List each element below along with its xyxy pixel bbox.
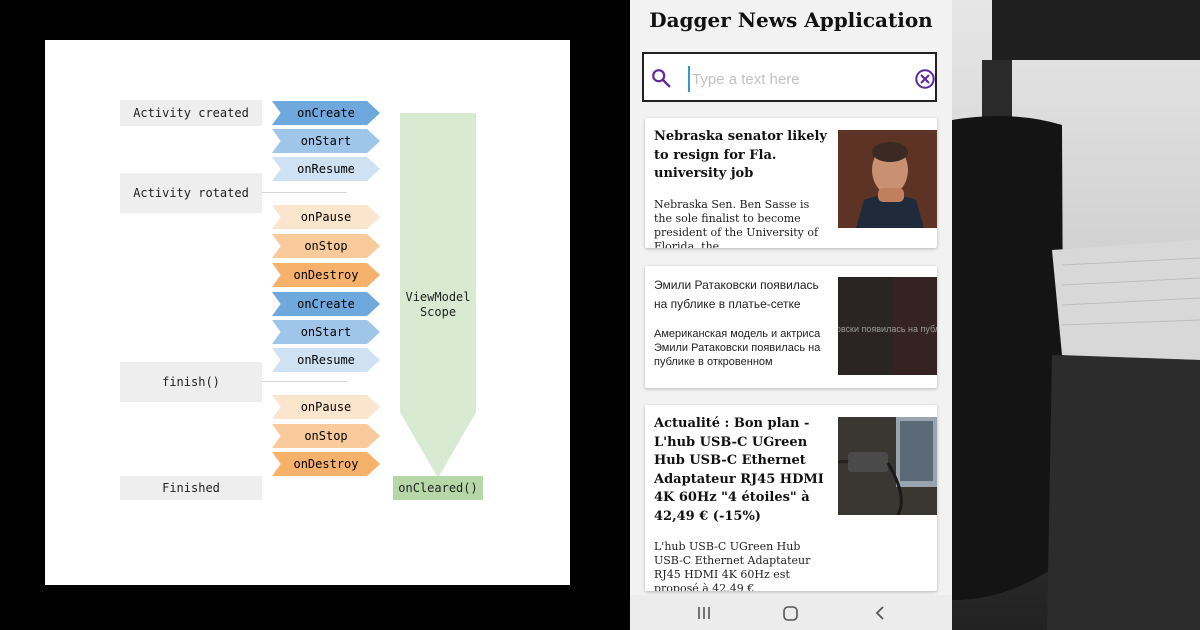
news-card-image	[838, 417, 937, 515]
news-card[interactable]: Эмили Ратаковски появилась на публике в …	[645, 266, 937, 388]
news-card-description: Nebraska Sen. Ben Sasse is the sole fina…	[654, 197, 819, 249]
phone-screen: Dagger News Application Nebraska senator…	[630, 0, 952, 630]
connector-line	[262, 381, 347, 382]
connector-line	[262, 192, 347, 193]
search-bar[interactable]	[642, 52, 937, 102]
search-icon[interactable]	[650, 67, 672, 89]
app-title: Dagger News Application	[649, 8, 933, 32]
news-card-image	[838, 130, 937, 228]
state-activity-rotated: Activity rotated	[120, 173, 262, 213]
android-nav-bar	[630, 595, 952, 630]
news-card-image: атаковски появилась на публике в платье-…	[838, 277, 937, 375]
callback-onresume: onResume	[272, 348, 380, 372]
callback-onstart: onStart	[272, 320, 380, 344]
news-card[interactable]: Nebraska senator likely to resign for Fl…	[645, 118, 937, 248]
callback-ondestroy: onDestroy	[272, 452, 380, 476]
news-card-title: Эмили Ратаковски появилась на публике в …	[654, 278, 819, 311]
news-card-title: Actualité : Bon plan - L'hub USB-C UGree…	[654, 416, 824, 524]
callback-onpause: onPause	[272, 395, 380, 419]
desk-photo-illustration	[952, 0, 1200, 630]
lifecycle-diagram: Activity created Activity rotated finish…	[45, 40, 570, 585]
recent-apps-icon[interactable]	[694, 603, 714, 623]
background-photo	[952, 0, 1200, 630]
search-input[interactable]	[688, 66, 904, 92]
news-card[interactable]: Actualité : Bon plan - L'hub USB-C UGree…	[645, 405, 937, 591]
state-finished: Finished	[120, 476, 262, 500]
news-card-description: Американская модель и актриса Эмили Рата…	[654, 328, 821, 368]
callback-onpause: onPause	[272, 205, 380, 229]
callback-onstart: onStart	[272, 129, 380, 153]
viewmodel-scope-label: ViewModel Scope	[405, 290, 471, 319]
callback-oncreate: onCreate	[272, 101, 380, 125]
viewmodel-scope-arrow	[400, 113, 476, 478]
viewmodel-oncleared: onCleared()	[393, 476, 483, 500]
home-icon[interactable]	[781, 603, 801, 623]
back-icon[interactable]	[870, 603, 890, 623]
state-finish: finish()	[120, 362, 262, 402]
news-card-image-caption: атаковски появилась на публике в платье-…	[838, 324, 937, 334]
state-activity-created: Activity created	[120, 100, 262, 126]
callback-onresume: onResume	[272, 157, 380, 181]
callback-onstop: onStop	[272, 234, 380, 258]
callback-onstop: onStop	[272, 424, 380, 448]
clear-icon[interactable]	[914, 68, 936, 90]
callback-ondestroy: onDestroy	[272, 263, 380, 287]
callback-oncreate: onCreate	[272, 292, 380, 316]
news-card-title: Nebraska senator likely to resign for Fl…	[654, 129, 827, 181]
news-card-description: L'hub USB-C UGreen Hub USB-C Ethernet Ad…	[654, 540, 811, 591]
